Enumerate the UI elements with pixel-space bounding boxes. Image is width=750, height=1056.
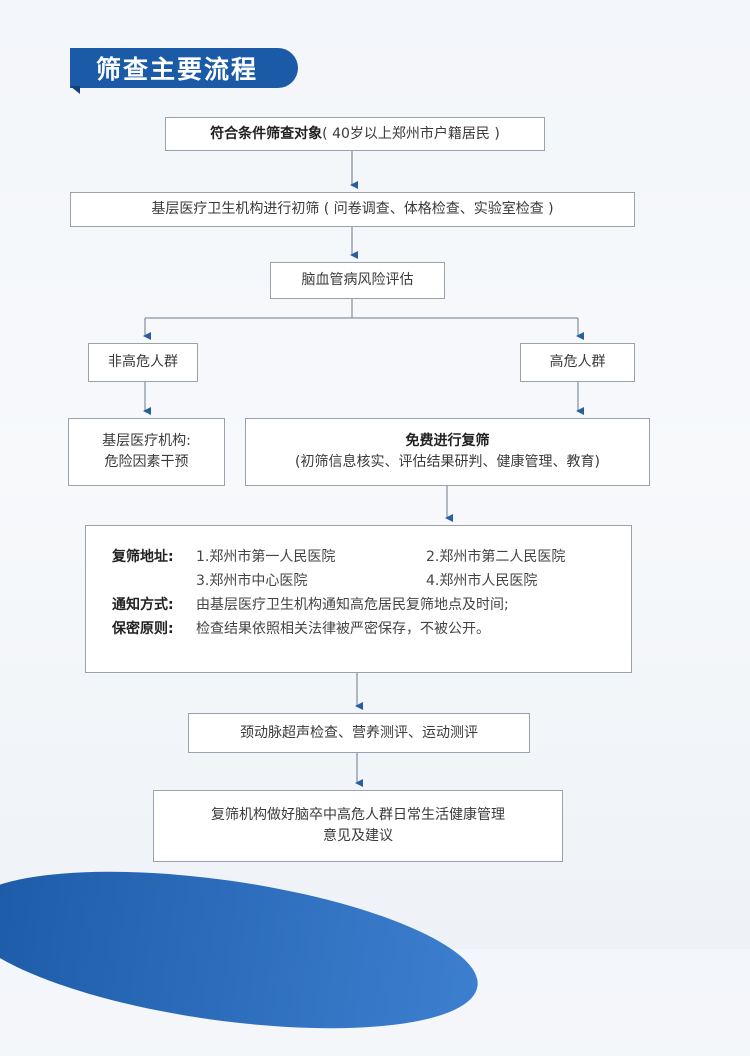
target-note: ( 40岁以上郑州市户籍居民 ) [322,125,500,142]
final-line1: 复筛机构做好脑卒中高危人群日常生活健康管理 [211,807,505,823]
notify-label: 通知方式: [112,597,174,613]
hospital-item: 2.郑州市第二人民医院 [426,549,566,565]
target-label: 符合条件筛查对象 [210,125,323,142]
low-risk-text: 非高危人群 [108,354,178,370]
rescreen-title: 免费进行复筛 [405,433,490,449]
final-line2: 意见及建议 [323,828,393,844]
low-risk-action-box: 基层医疗机构: 危险因素干预 [68,418,225,486]
privacy-label: 保密原则: [112,621,174,637]
privacy-text: 检查结果依照相关法律被严密保存，不被公开。 [196,621,490,637]
flow-connectors [143,151,584,787]
high-risk-text: 高危人群 [549,354,606,370]
low-risk-box: 非高危人群 [88,343,198,382]
initial-screen-text: 基层医疗卫生机构进行初筛 ( 问卷调查、体格检查、实验室检查 ) [151,201,554,217]
rescreen-note: (初筛信息核实、评估结果研判、健康管理、教育) [295,454,600,470]
high-risk-box: 高危人群 [520,343,635,382]
title-tab-tail [70,86,80,94]
exams-text: 颈动脉超声检查、营养测评、运动测评 [240,724,478,741]
notify-text: 由基层医疗卫生机构通知高危居民复筛地点及时间; [196,597,509,613]
final-box: 复筛机构做好脑卒中高危人群日常生活健康管理 意见及建议 [153,790,563,862]
section-title: 筛查主要流程 [70,48,298,88]
low-risk-action-line1: 基层医疗机构: [102,433,191,449]
hospital-item: 3.郑州市中心医院 [196,573,308,589]
low-risk-action-line2: 危险因素干预 [104,454,189,470]
initial-screen-box: 基层医疗卫生机构进行初筛 ( 问卷调查、体格检查、实验室检查 ) [70,192,635,227]
exams-box: 颈动脉超声检查、营养测评、运动测评 [188,713,530,753]
hospital-item: 4.郑州市人民医院 [426,573,538,589]
rescreen-box: 免费进行复筛 (初筛信息核实、评估结果研判、健康管理、教育) [245,418,650,486]
risk-assessment-box: 脑血管病风险评估 [270,262,445,299]
address-label: 复筛地址: [112,549,174,565]
risk-assessment-text: 脑血管病风险评估 [301,272,414,288]
rescreen-info-box [85,525,632,673]
target-box: 符合条件筛查对象 ( 40岁以上郑州市户籍居民 ) [165,117,545,151]
hospital-item: 1.郑州市第一人民医院 [196,549,336,565]
rescreen-info: 复筛地址: 1.郑州市第一人民医院 2.郑州市第二人民医院 3.郑州市中心医院 … [112,545,565,641]
